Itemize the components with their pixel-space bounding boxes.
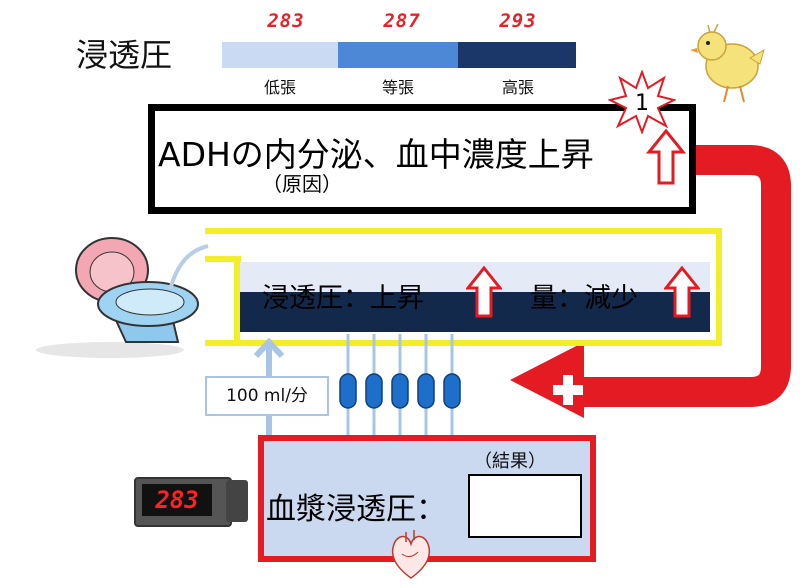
- scale-segment-iso: [338, 42, 458, 68]
- scale-number-iso: 287: [383, 10, 421, 32]
- tube-osmolality-label: 浸透圧：上昇: [262, 283, 424, 314]
- page-title: 浸透圧: [76, 36, 173, 74]
- tube-concentrate: [240, 292, 710, 332]
- aquaporin-icon: [391, 373, 409, 409]
- aquaporin-icon: [443, 373, 461, 409]
- adh-box: [148, 104, 696, 214]
- volume-up-arrow-icon: [664, 266, 700, 318]
- plasma-osmolality-label: 血漿浸透圧：: [266, 492, 446, 527]
- collecting-duct-inner-wall: [205, 256, 241, 262]
- scale-segment-hyper: [458, 42, 576, 68]
- aquaporin-icon: [365, 373, 383, 409]
- up-arrow-icon: [646, 128, 686, 185]
- result-label: （結果）: [474, 451, 546, 472]
- scale-number-hyper: 293: [499, 10, 537, 32]
- osmometer-reading: 283: [142, 484, 212, 516]
- toilet-icon: [36, 237, 209, 358]
- plus-icon: [553, 375, 583, 405]
- scale-label-hypo: 低張: [263, 78, 296, 97]
- scale-segment-hypo: [222, 42, 338, 68]
- scale-label-iso: 等張: [381, 78, 414, 97]
- starburst-badge: 1: [608, 70, 676, 134]
- adh-text: ADHの内分泌、血中濃度上昇: [158, 135, 594, 174]
- aquaporin-icon: [417, 373, 435, 409]
- flow-rate-label: 100 ml/分: [205, 376, 329, 416]
- scale-label-hyper: 高張: [501, 78, 534, 97]
- chick-icon: [690, 23, 765, 103]
- collecting-duct-bend: [234, 256, 240, 340]
- osmometer-lens: [226, 480, 248, 522]
- osmolality-up-arrow-icon: [466, 266, 502, 318]
- badge-number: 1: [635, 91, 649, 116]
- adh-cause-label: （原因）: [262, 172, 342, 196]
- scale-number-hypo: 283: [267, 10, 305, 32]
- aquaporin-icon: [339, 373, 357, 409]
- result-answer-box[interactable]: [468, 474, 582, 538]
- heart-icon: [391, 530, 431, 579]
- aquaporin-channels: [339, 334, 461, 468]
- tube-volume-label: 量：減少: [530, 283, 638, 314]
- collecting-duct: [205, 228, 722, 346]
